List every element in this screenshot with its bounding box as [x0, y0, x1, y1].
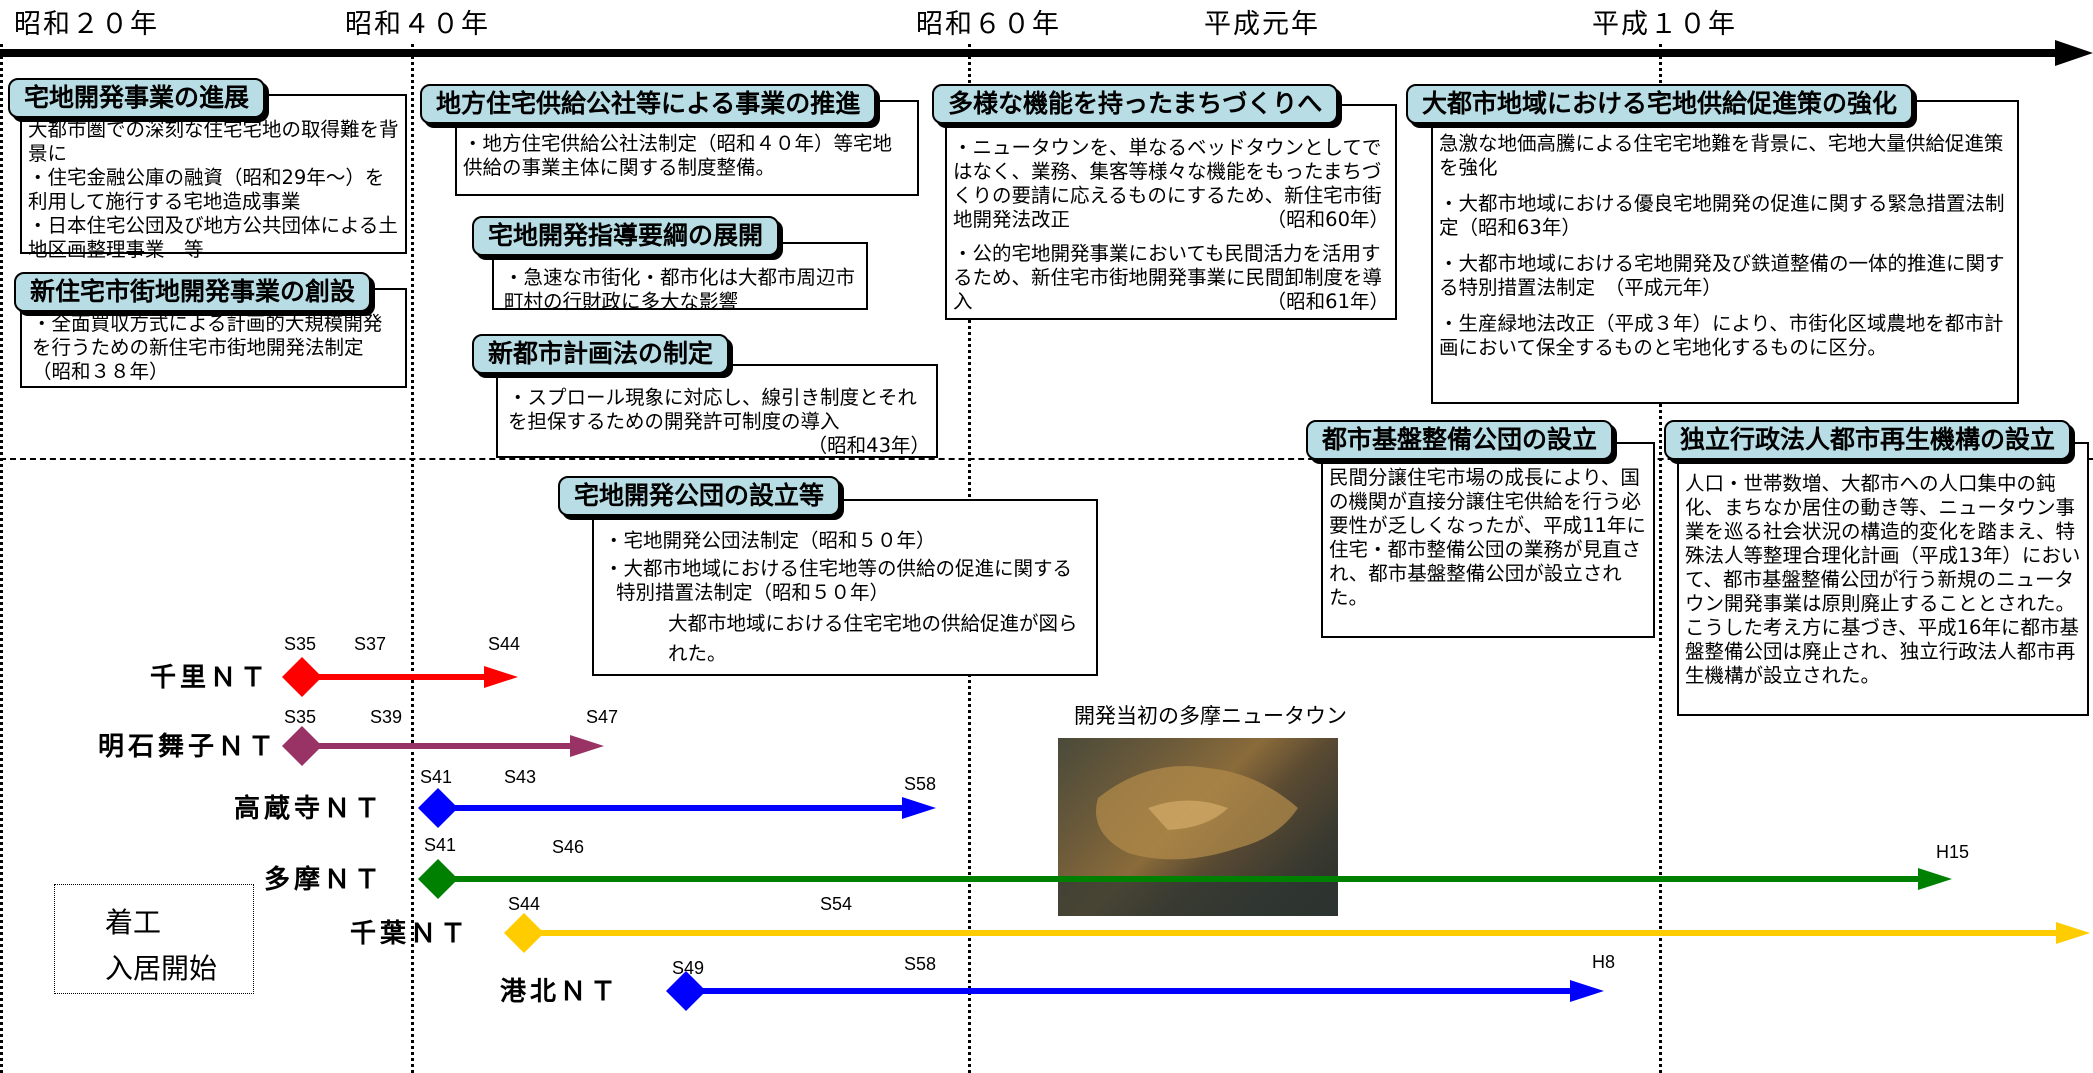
nt-series-5: S44 S54 千葉ＮＴ	[350, 894, 2090, 953]
nt-start-marker	[666, 971, 706, 1011]
section-line: （昭和43年）	[807, 434, 930, 457]
tama-newtown-photo	[1058, 738, 1338, 916]
nt-year-label: S58	[904, 774, 936, 794]
section-box-6: ・宅地開発公団法制定（昭和５０年） ・大都市地域における住宅地等の供給の促進に関…	[592, 499, 1098, 676]
nt-arrow-head	[1570, 980, 1604, 1002]
nt-name: 港北ＮＴ	[500, 977, 620, 1007]
timeline-axis	[0, 40, 2093, 66]
section-line: ・大都市地域における宅地開発及び鉄道整備の一体的推進に関する特別措置法制定 （平…	[1439, 252, 2005, 299]
section-box-10: 人口・世帯数増、大都市への人口集中の鈍化、まちなか居住の動き等、ニュータウン事業…	[1677, 442, 2089, 716]
legend-box: 着工 入居開始	[54, 884, 254, 994]
section-line: 急激な地価高騰による住宅宅地難を背景に、宅地大量供給促進策を強化	[1439, 132, 2004, 179]
nt-year-label: S35	[284, 634, 316, 654]
section-title-9: 都市基盤整備公団の設立	[1306, 420, 1614, 460]
nt-series-2: S35 S39 S47 明石舞子ＮＴ	[98, 707, 618, 766]
section-line: ・公的宅地開発事業においても民間活力を活用するため、新住宅市街地開発事業に民間卸…	[953, 242, 1383, 313]
nt-start-marker	[282, 726, 322, 766]
section-line: 大都市地域における住宅宅地の供給促進が図られた。	[668, 612, 1078, 665]
nt-arrow-head	[902, 797, 936, 819]
section-line: ・日本住宅公団及び地方公共団体による土地区画整理事業 等	[28, 214, 398, 261]
section-line: ・急速な市街化・都市化は大都市周辺市町村の行財政に多大な影響	[504, 266, 856, 313]
nt-series-6: S49 S58 H8 港北ＮＴ	[500, 952, 1615, 1011]
nt-year-label: S41	[424, 835, 456, 855]
section-line: ・スプロール現象に対応し、線引き制度とそれを担保するための開発許可制度の導入	[508, 386, 917, 433]
nt-year-label: H8	[1592, 952, 1615, 972]
era-label: 昭和２０年	[14, 9, 159, 40]
section-line: ・地方住宅供給公社法制定（昭和４０年）等宅地供給の事業主体に関する制度整備。	[463, 132, 893, 179]
section-line: ・全面買収方式による計画的大規模開発を行うための新住宅市街地開発法制定（昭和３８…	[32, 312, 383, 383]
section-line: （昭和60年）	[1266, 208, 1389, 231]
nt-year-label: S54	[820, 894, 852, 914]
nt-start-marker	[418, 788, 458, 828]
legend-occupancy: 入居開始	[105, 952, 218, 985]
nt-year-label: H15	[1936, 842, 1969, 862]
section-box-8: 急激な地価高騰による住宅宅地難を背景に、宅地大量供給促進策を強化 ・大都市地域に…	[1431, 100, 2019, 404]
section-box-5: ・スプロール現象に対応し、線引き制度とそれを担保するための開発許可制度の導入 （…	[496, 364, 938, 458]
section-line: ・住宅金融公庫の融資（昭和29年～）を利用して施行する宅地造成事業	[28, 166, 385, 213]
nt-arrow-head	[484, 666, 518, 688]
nt-year-label: S47	[586, 707, 618, 727]
nt-name: 高蔵寺ＮＴ	[234, 793, 384, 824]
section-line: ・大都市地域における住宅地等の供給の促進に関する特別措置法制定（昭和５０年）	[604, 557, 1073, 604]
section-box-9: 民間分譲住宅市場の成長により、国の機関が直接分譲住宅供給を行う必要性が乏しくなっ…	[1321, 442, 1655, 638]
nt-start-marker	[504, 913, 544, 953]
era-label: 平成１０年	[1592, 9, 1737, 40]
nt-name: 明石舞子ＮＴ	[98, 732, 278, 762]
nt-year-label: S41	[420, 767, 452, 787]
nt-start-marker	[282, 657, 322, 697]
nt-series-3: S41 S43 S58 高蔵寺ＮＴ	[234, 767, 936, 828]
photo-caption: 開発当初の多摩ニュータウン	[1074, 704, 1347, 728]
period-divider	[0, 458, 2093, 460]
nt-year-label: S49	[672, 958, 704, 978]
year-marker-s40	[411, 44, 414, 1073]
nt-year-label: S58	[904, 954, 936, 974]
era-label: 昭和４０年	[345, 9, 490, 40]
nt-arrow-head	[1918, 868, 1952, 890]
section-line: ・宅地開発公団法制定（昭和５０年）	[604, 529, 936, 552]
nt-name: 千里ＮＴ	[150, 663, 270, 693]
section-line: ・大都市地域における優良宅地開発の促進に関する緊急措置法制定（昭和63年）	[1439, 192, 2005, 239]
nt-year-label: S35	[284, 707, 316, 727]
section-box-2: ・全面買収方式による計画的大規模開発を行うための新住宅市街地開発法制定（昭和３８…	[20, 288, 407, 388]
nt-name: 千葉ＮＴ	[350, 919, 470, 949]
nt-year-label: S46	[552, 837, 584, 857]
nt-year-label: S39	[370, 707, 402, 727]
nt-start-marker	[418, 859, 458, 899]
section-line: 人口・世帯数増、大都市への人口集中の鈍化、まちなか居住の動き等、ニュータウン事業…	[1685, 472, 2081, 687]
year-marker-h10	[1659, 44, 1662, 1073]
section-line: 民間分譲住宅市場の成長により、国の機関が直接分譲住宅供給を行う必要性が乏しくなっ…	[1329, 466, 1646, 609]
era-label: 平成元年	[1204, 9, 1320, 40]
section-line: ・ニュータウンを、単なるベッドタウンとしてではなく、業務、集客等様々な機能をもっ…	[953, 136, 1382, 231]
section-title-8: 大都市地域における宅地供給促進策の強化	[1406, 84, 1914, 124]
nt-year-label: S43	[504, 767, 536, 787]
nt-name: 多摩ＮＴ	[264, 864, 384, 895]
section-line: ・生産緑地法改正（平成３年）により、市街化区域農地を都市計画において保全するもの…	[1439, 312, 2004, 359]
section-title-10: 独立行政法人都市再生機構の設立	[1664, 420, 2072, 460]
section-box-7: ・ニュータウンを、単なるベッドタウンとしてではなく、業務、集客等様々な機能をもっ…	[945, 104, 1397, 320]
era-label: 昭和６０年	[916, 9, 1061, 40]
section-title-1: 宅地開発事業の進展	[8, 78, 266, 118]
nt-year-label: S37	[354, 634, 386, 654]
nt-year-label: S44	[488, 634, 520, 654]
section-title-7: 多様な機能を持ったまちづくりへ	[932, 84, 1339, 124]
section-line: 大都市圏での深刻な住宅宅地の取得難を背景に	[28, 118, 399, 165]
nt-year-label: S44	[508, 894, 540, 914]
nt-arrow-head	[570, 735, 604, 757]
legend-start: 着工	[105, 906, 162, 939]
section-title-2: 新住宅市街地開発事業の創設	[14, 272, 372, 312]
section-title-4: 宅地開発指導要綱の展開	[472, 216, 780, 256]
nt-series-1: S35 S37 S44 千里ＮＴ	[150, 634, 520, 697]
year-marker-s20	[0, 44, 3, 1073]
section-title-3: 地方住宅供給公社等による事業の推進	[420, 84, 877, 124]
section-title-5: 新都市計画法の制定	[472, 334, 730, 374]
nt-series-4: S41 S46 H15 多摩ＮＴ	[264, 835, 1969, 899]
nt-arrow-head	[2056, 922, 2090, 944]
section-title-6: 宅地開発公団の設立等	[558, 476, 841, 516]
section-line: （昭和61年）	[1266, 290, 1389, 313]
